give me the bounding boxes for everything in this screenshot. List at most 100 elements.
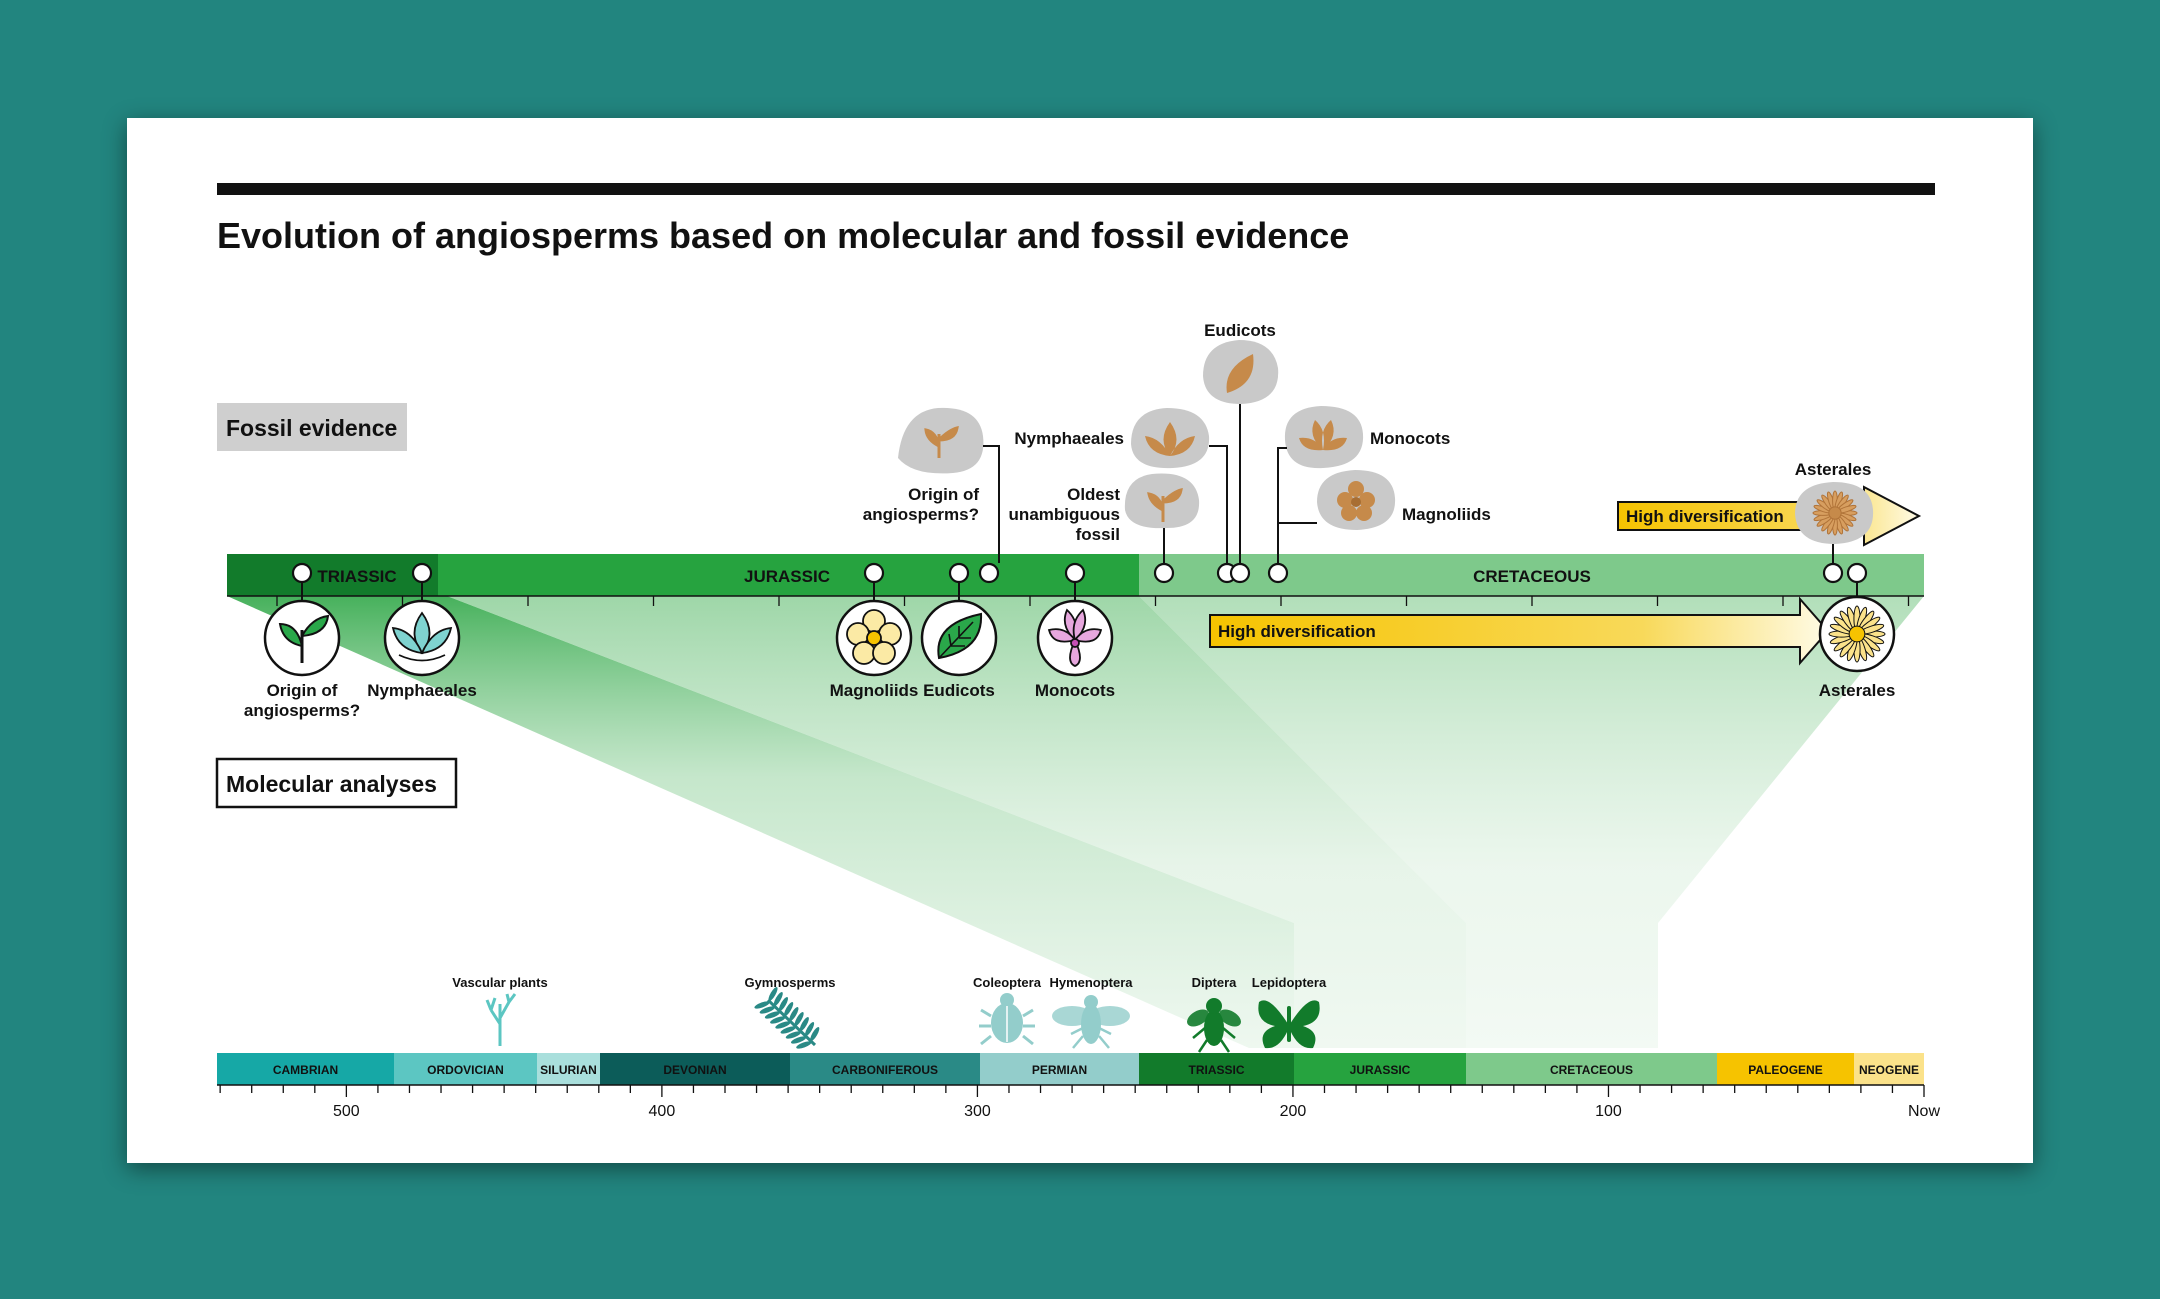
vascular-plant-icon <box>485 993 517 1046</box>
fossil-asterales <box>1795 482 1874 584</box>
fossil-nymphaeales <box>1131 408 1238 584</box>
timeline-tick-label: 100 <box>1595 1103 1622 1120</box>
fossil-oldest-label-line3: fossil <box>1076 525 1120 544</box>
aster-print-icon <box>1812 490 1858 536</box>
molecular-monocots-label: Monocots <box>1035 681 1115 700</box>
organism-hymenoptera-label: Hymenoptera <box>1049 975 1133 990</box>
fan-left <box>227 596 1294 1048</box>
timeline-period-triassic <box>1139 1053 1294 1085</box>
lotus-print-icon <box>1145 422 1195 456</box>
fossil-oldest-marker <box>1153 562 1175 584</box>
timeline-tick-label: 200 <box>1280 1103 1307 1120</box>
fossil-origin-marker <box>978 562 1000 584</box>
molecular-nymphaeales-label: Nymphaeales <box>367 681 477 700</box>
fossil-high-diversification-label: High diversification <box>1626 507 1784 526</box>
aster-flower-icon <box>1828 605 1886 663</box>
timeline-tick-label: 400 <box>649 1103 676 1120</box>
timeline-period-label: CAMBRIAN <box>273 1063 338 1077</box>
fossil-monocots <box>1267 406 1364 584</box>
angiosperm-evolution-diagram: Evolution of angiosperms based on molecu… <box>215 183 1940 1120</box>
molecular-magnoliids <box>835 562 913 677</box>
timeline-period-label: DEVONIAN <box>663 1063 726 1077</box>
fossil-monocots-label: Monocots <box>1370 429 1450 448</box>
timeline-period-label: NEOGENE <box>1859 1063 1919 1077</box>
timeline-period-label: CARBONIFEROUS <box>832 1063 938 1077</box>
seedling-print-icon <box>1147 487 1183 522</box>
orchid-icon <box>1047 608 1103 667</box>
fossil-asterales-label: Asterales <box>1795 460 1872 479</box>
molecular-asterales <box>1818 562 1896 673</box>
geologic-timeline: CAMBRIAN ORDOVICIAN SILURIAN DEVONIAN CARBON… <box>217 1053 1924 1085</box>
timeline-period-label: PERMIAN <box>1032 1063 1087 1077</box>
leaf-icon <box>937 612 983 660</box>
molecular-magnoliids-marker <box>863 562 885 584</box>
organism-diptera-label: Diptera <box>1192 975 1238 990</box>
seedling-print-icon <box>924 425 959 458</box>
zoom-axis-ticks <box>276 596 1910 606</box>
timeline-period-label: ORDOVICIAN <box>427 1063 504 1077</box>
zoom-triassic-segment <box>227 554 438 596</box>
fossil-eudicots <box>1203 340 1279 584</box>
molecular-high-diversification-label: High diversification <box>1218 622 1376 641</box>
seedling-icon <box>278 614 330 663</box>
molecular-nymphaeales-marker <box>411 562 433 584</box>
title-rule <box>217 183 1935 195</box>
figure-card: Evolution of angiosperms based on molecu… <box>127 118 2033 1163</box>
molecular-monocots <box>1036 562 1114 677</box>
molecular-asterales-marker <box>1846 562 1868 584</box>
butterfly-icon <box>1258 1000 1320 1049</box>
fossil-oldest-label-line1: Oldest <box>1067 485 1120 504</box>
fossil-evidence-box <box>217 403 407 451</box>
organism-vascular-plants-label: Vascular plants <box>452 975 547 990</box>
fan-right <box>1139 596 1924 1048</box>
timeline-period-label: JURASSIC <box>1350 1063 1411 1077</box>
molecular-magnoliids-label: Magnoliids <box>830 681 919 700</box>
page-title: Evolution of angiosperms based on molecu… <box>217 215 1349 256</box>
fan-middle <box>447 596 1466 1048</box>
timeline-tick-label: 300 <box>964 1103 991 1120</box>
organism-gymnosperms-label: Gymnosperms <box>744 975 835 990</box>
timeline-period-silurian <box>537 1053 600 1085</box>
fossil-asterales-marker <box>1822 562 1844 584</box>
fossil-magnoliids <box>1278 470 1396 530</box>
organism-lepidoptera-label: Lepidoptera <box>1252 975 1327 990</box>
organism-coleoptera-label: Coleoptera <box>973 975 1042 990</box>
bee-icon <box>1052 995 1130 1049</box>
timeline-period-devonian <box>600 1053 790 1085</box>
timeline-period-label: PALEOGENE <box>1748 1063 1822 1077</box>
fossil-monocots-marker <box>1267 562 1289 584</box>
timeline-tick-label: 500 <box>333 1103 360 1120</box>
magnolia-icon <box>846 609 902 665</box>
timeline-period-label: SILURIAN <box>540 1063 597 1077</box>
molecular-eudicots-label: Eudicots <box>923 681 995 700</box>
fossil-magnoliids-label: Magnoliids <box>1402 505 1491 524</box>
fossil-oldest-label-line2: unambiguous <box>1009 505 1120 524</box>
timeline-period-label: CRETACEOUS <box>1550 1063 1633 1077</box>
molecular-origin-label-line1: Origin of <box>267 681 338 700</box>
timeline-period-cretaceous <box>1466 1053 1717 1085</box>
molecular-nymphaeales <box>383 562 461 677</box>
molecular-eudicots <box>920 562 998 677</box>
molecular-monocots-marker <box>1064 562 1086 584</box>
fern-icon <box>754 986 820 1049</box>
timeline-period-ordovician <box>394 1053 537 1085</box>
fossil-nymphaeales-label: Nymphaeales <box>1014 429 1124 448</box>
molecular-origin-label-line2: angiosperms? <box>244 701 360 720</box>
magnolia-print-icon <box>1337 481 1375 521</box>
molecular-analyses-box <box>215 757 458 809</box>
zoom-jurassic-segment <box>438 554 1139 596</box>
fossil-origin <box>898 407 1000 584</box>
molecular-origin-marker <box>291 562 313 584</box>
fossil-eudicots-marker <box>1229 562 1251 584</box>
fossil-oldest <box>1124 473 1200 584</box>
timeline-period-paleogene <box>1717 1053 1854 1085</box>
molecular-analyses-label: Molecular analyses <box>226 771 437 797</box>
molecular-eudicots-marker <box>948 562 970 584</box>
leaf-print-icon <box>1226 354 1254 393</box>
timeline-period-label: TRIASSIC <box>1188 1063 1244 1077</box>
beetle-icon <box>979 993 1035 1046</box>
fly-icon <box>1187 998 1241 1053</box>
timeline-period-permian <box>980 1053 1139 1085</box>
zoom-label-triassic: TRIASSIC <box>317 567 396 586</box>
